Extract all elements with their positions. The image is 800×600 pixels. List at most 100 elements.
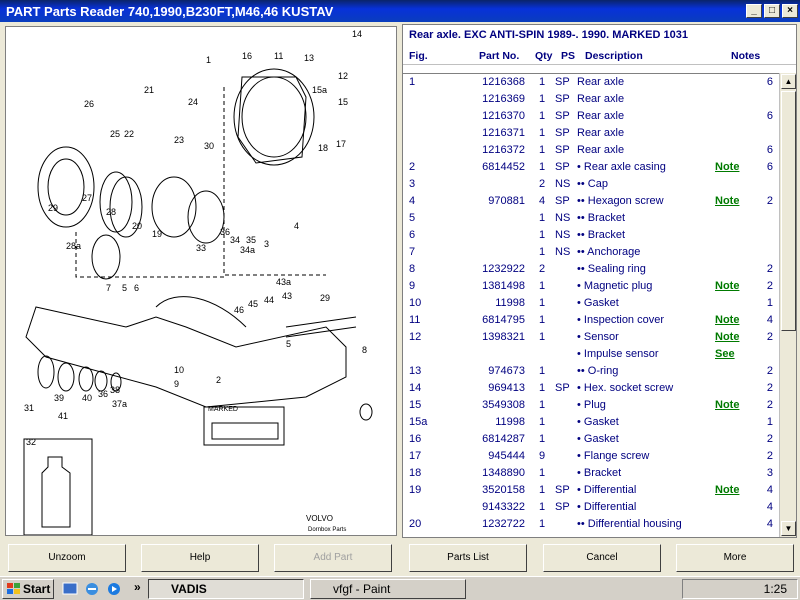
note-link[interactable]: Note xyxy=(715,399,740,411)
list-scrollbar[interactable]: ▲ ▼ xyxy=(779,73,796,537)
description-cell: • Gasket xyxy=(577,416,619,428)
add-part-button[interactable]: Add Part xyxy=(274,544,392,572)
task-vadis[interactable]: VADIS xyxy=(148,579,304,599)
callout-45: 45 xyxy=(248,299,258,309)
qty-cell: 1 xyxy=(539,314,546,326)
callout-28: 28 xyxy=(106,207,116,217)
description-cell: • Differential xyxy=(577,484,637,496)
start-button[interactable]: Start xyxy=(2,579,54,599)
exploded-parts-drawing[interactable]: 1 14 16 11 13 15a 15 12 18 17 21 26 25 2… xyxy=(5,26,397,536)
callout-35: 35 xyxy=(246,235,256,245)
callout-21: 21 xyxy=(144,85,154,95)
media-player-icon[interactable] xyxy=(106,581,122,597)
part-number-cell: 1348890 xyxy=(482,467,525,479)
callout-13: 13 xyxy=(304,53,314,63)
notes-cell: 6 xyxy=(766,76,773,88)
task-vadis-label: VADIS xyxy=(171,582,207,596)
callout-31: 31 xyxy=(24,403,34,413)
parts-list-button[interactable]: Parts List xyxy=(409,544,527,572)
callout-33: 33 xyxy=(196,243,206,253)
header-qty: Qty xyxy=(535,50,553,62)
close-button[interactable]: × xyxy=(782,4,798,18)
part-number-cell: 6814795 xyxy=(482,314,525,326)
callout-34a: 34a xyxy=(240,245,255,255)
qty-cell: 1 xyxy=(539,433,546,445)
fig-cell: 16 xyxy=(409,433,422,445)
note-link[interactable]: Note xyxy=(715,331,740,343)
part-number-cell: 1232922 xyxy=(482,263,525,275)
part-number-cell: 11998 xyxy=(495,297,525,309)
task-paint[interactable]: vfgf - Paint xyxy=(310,579,466,599)
unzoom-button[interactable]: Unzoom xyxy=(8,544,126,572)
cancel-button[interactable]: Cancel xyxy=(543,544,661,572)
description-cell: • Sensor xyxy=(577,331,619,343)
ps-cell: NS xyxy=(555,229,571,241)
scroll-thumb[interactable] xyxy=(781,91,796,331)
note-link[interactable]: Note xyxy=(715,161,740,173)
callout-6: 6 xyxy=(134,283,139,293)
list-title: Rear axle. EXC ANTI-SPIN 1989-. 1990. MA… xyxy=(409,29,688,41)
note-link[interactable]: Note xyxy=(715,314,740,326)
internet-explorer-icon[interactable] xyxy=(84,581,100,597)
callout-43a: 43a xyxy=(276,277,291,287)
description-cell: •• Cap xyxy=(577,178,608,190)
callout-24: 24 xyxy=(188,97,198,107)
minimize-button[interactable]: _ xyxy=(746,4,762,18)
callout-20: 20 xyxy=(132,221,142,231)
help-button[interactable]: Help xyxy=(141,544,259,572)
description-cell: • Gasket xyxy=(577,297,619,309)
scroll-up-button[interactable]: ▲ xyxy=(781,74,796,89)
qty-cell: 2 xyxy=(539,263,546,275)
description-cell: •• Bracket xyxy=(577,212,626,224)
quicklaunch-chevron-icon[interactable]: » xyxy=(134,580,141,594)
description-cell: •• Hexagon screw xyxy=(577,195,664,207)
scroll-down-button[interactable]: ▼ xyxy=(781,521,796,536)
callout-17: 17 xyxy=(336,139,346,149)
part-number-cell: 1232722 xyxy=(482,518,525,530)
part-number-cell: 1216371 xyxy=(482,127,525,139)
description-cell: • Magnetic plug xyxy=(577,280,653,292)
note-link[interactable]: See xyxy=(715,348,735,360)
maximize-button[interactable]: □ xyxy=(764,4,780,18)
note-link[interactable]: Note xyxy=(715,195,740,207)
qty-cell: 1 xyxy=(539,127,546,139)
callout-46: 46 xyxy=(234,305,244,315)
note-link[interactable]: Note xyxy=(715,280,740,292)
description-cell: • Gasket xyxy=(577,433,619,445)
window-title: PART Parts Reader 740,1990,B230FT,M46,46… xyxy=(6,3,334,19)
part-number-cell: 945444 xyxy=(488,450,525,462)
fig-cell: 15 xyxy=(409,399,422,411)
show-desktop-icon[interactable] xyxy=(62,581,78,597)
qty-cell: 1 xyxy=(539,280,546,292)
note-link[interactable]: Note xyxy=(715,484,740,496)
callout-32: 32 xyxy=(26,437,36,447)
more-button[interactable]: More xyxy=(676,544,794,572)
